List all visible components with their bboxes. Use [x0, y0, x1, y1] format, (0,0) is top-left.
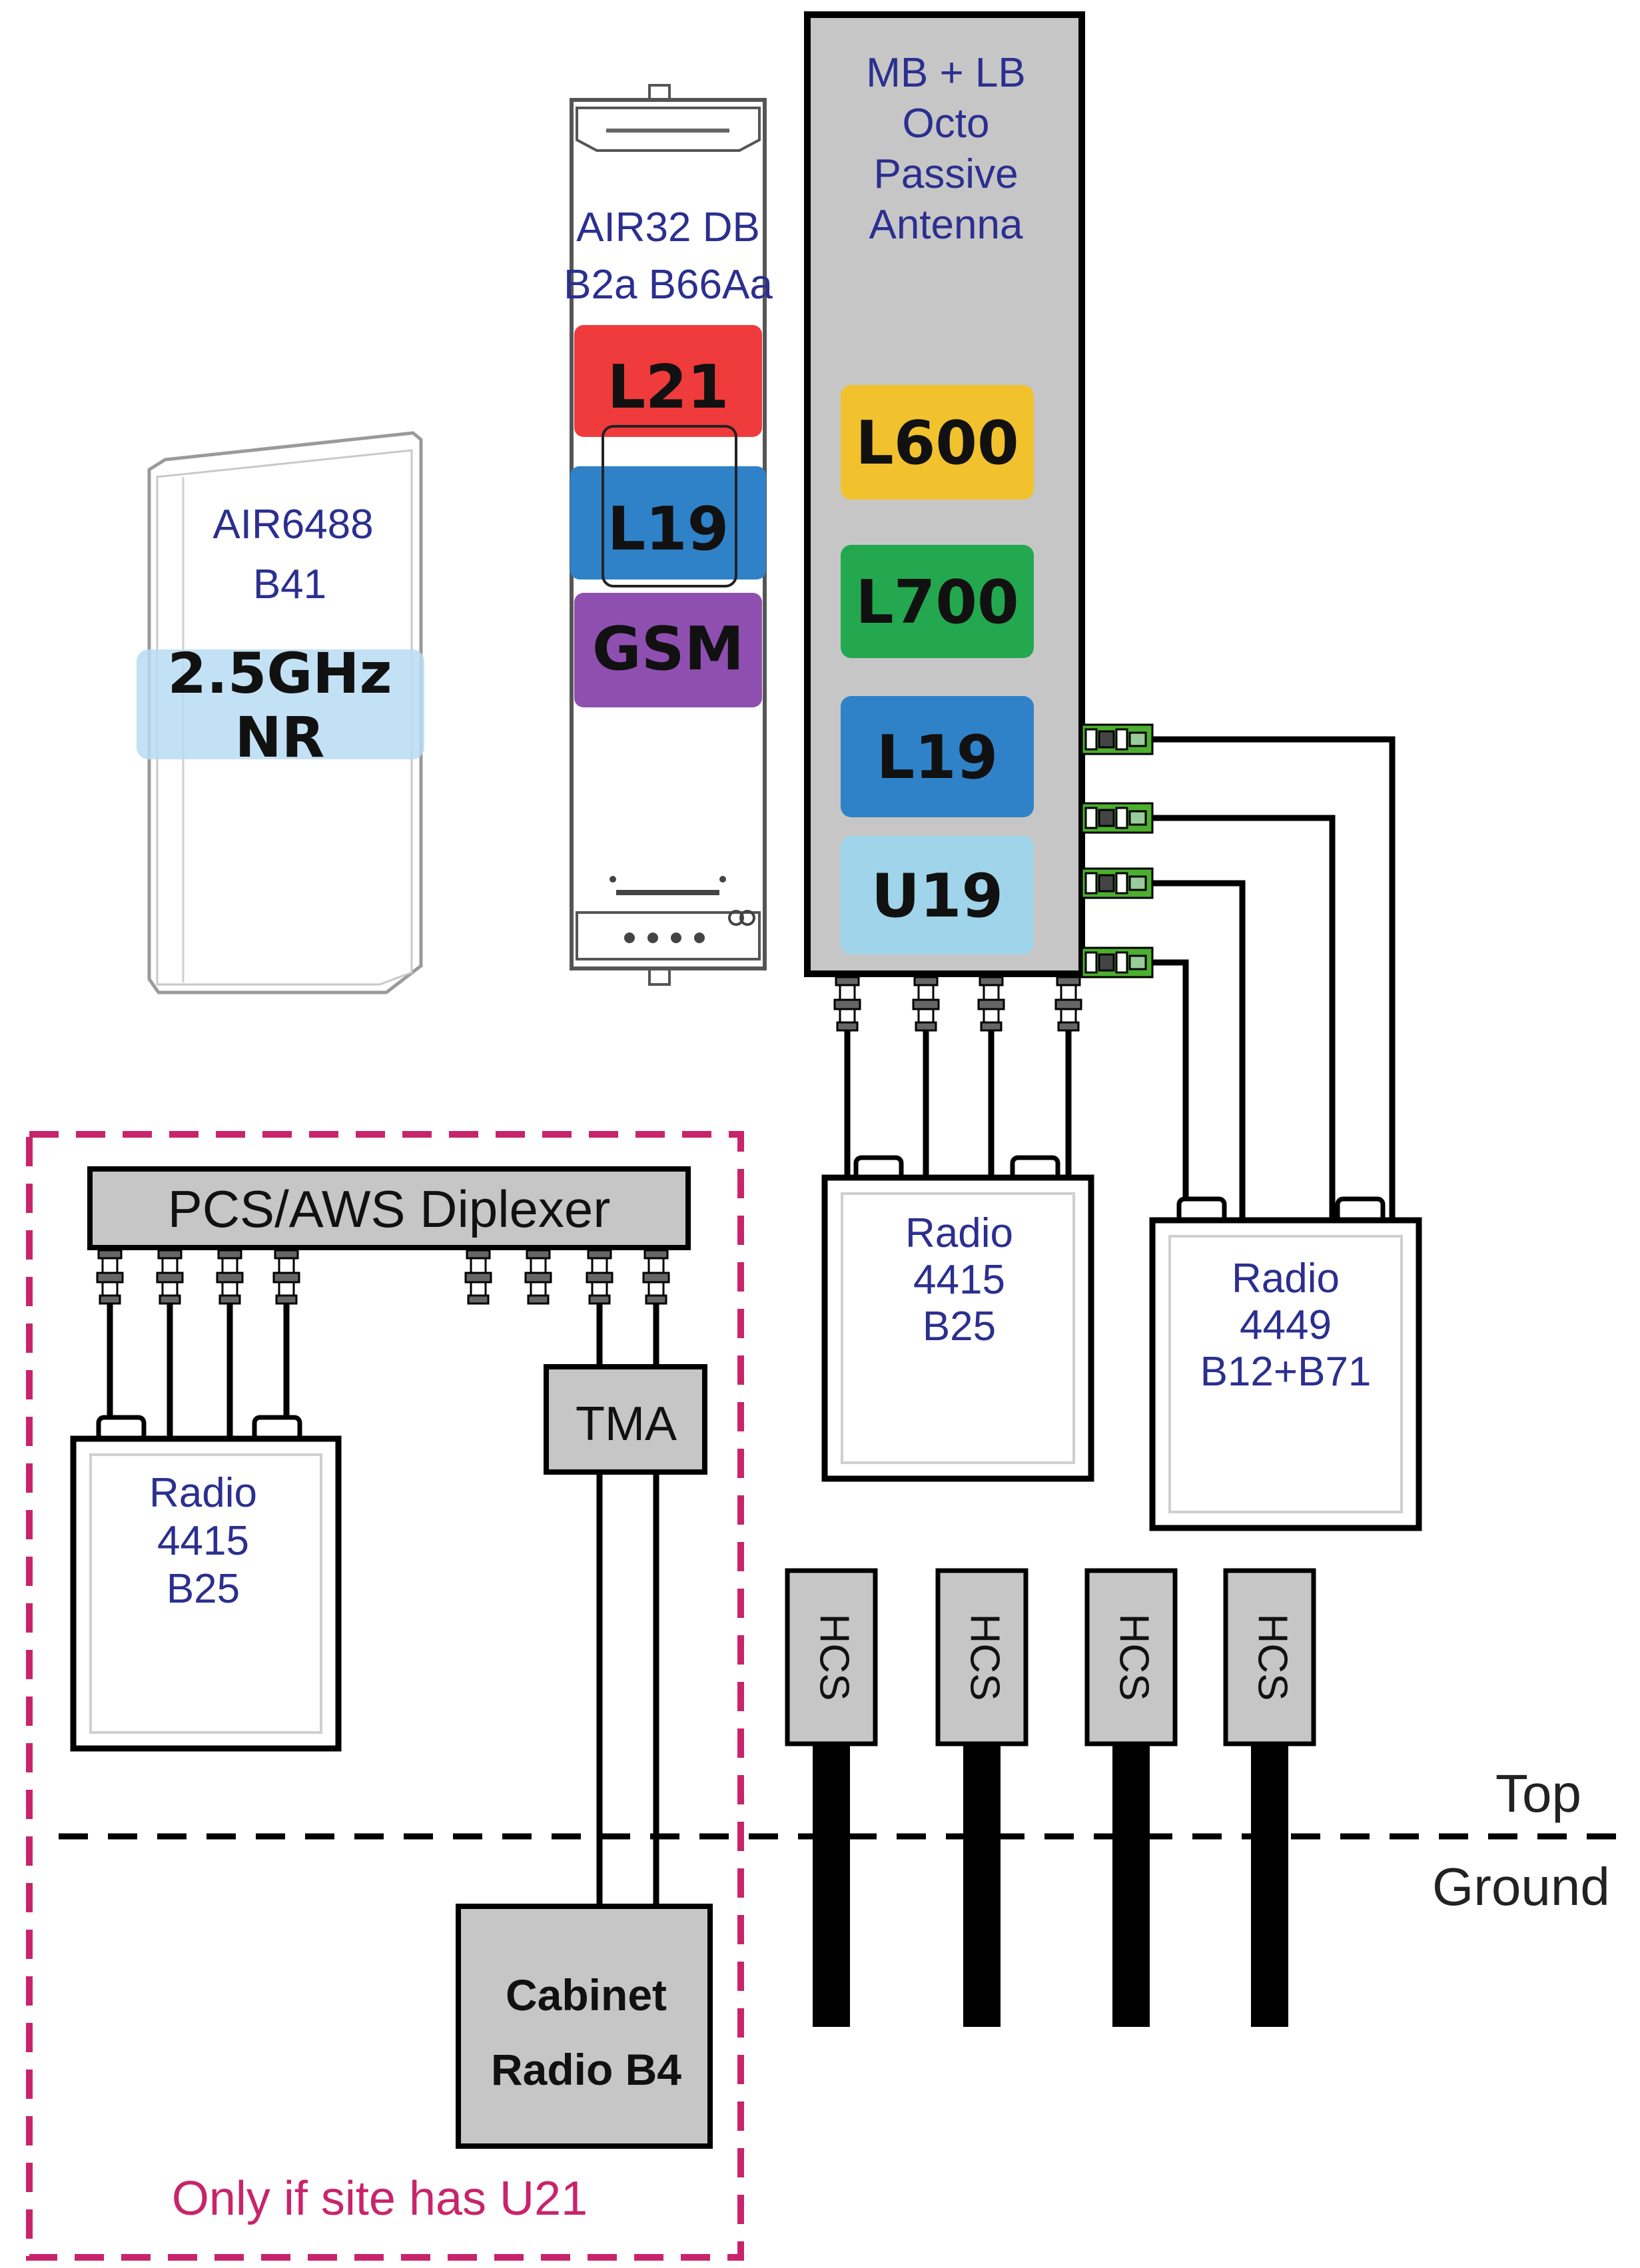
air6488-band-highlight [137, 649, 424, 759]
air32-band-0-block [574, 325, 762, 437]
octo-line3: Passive [873, 151, 1018, 197]
air6488-band: B41 [253, 562, 326, 607]
tma-unit: TMA [544, 1364, 707, 1908]
air6488-tech-line1: 2.5GHz [168, 641, 392, 706]
radio-b12-line1: Radio [1232, 1256, 1340, 1302]
air6488-model: AIR6488 [212, 502, 373, 548]
radio-4449-b12-b71: Radio 4449 B12+B71 [1149, 1196, 1422, 1531]
radio-4415-b25-left: Radio 4415 B25 [70, 1415, 342, 1752]
radio-right-b25-line2: 4415 [913, 1257, 1005, 1303]
hcs-unit-2: HCS [1084, 1568, 1178, 2027]
octo-band-2-label: L19 [877, 723, 999, 793]
radio-4415-b25-right: Radio 4415 B25 [821, 1155, 1094, 1482]
level-top: Top [1495, 1764, 1581, 1823]
air6488-antenna: AIR6488 B41 2.5GHz NR [137, 431, 424, 994]
tma-label: TMA [576, 1397, 677, 1451]
air32-band-1-label: L19 [608, 494, 729, 564]
air32-line2: B2a B66Aa [564, 262, 773, 308]
octo-band-0-label: L600 [855, 408, 1019, 478]
radio-right-b25-line1: Radio [905, 1210, 1013, 1256]
radio-b12-line2: 4449 [1240, 1302, 1332, 1348]
air32-band-2-label: GSM [592, 614, 744, 684]
radio-b12-line3: B12+B71 [1200, 1349, 1372, 1395]
octo-line1: MB + LB [866, 50, 1026, 96]
air6488-tech-line2: NR [235, 705, 325, 770]
hcs-label: HCS [1111, 1614, 1157, 1701]
air32-band-2-block [574, 593, 762, 707]
octo-line2: Octo [903, 101, 990, 147]
hcs-units: HCS HCS HCS HCS [785, 1568, 1316, 2027]
octo-bottom-connectors [833, 976, 1082, 1180]
hcs-label: HCS [1250, 1614, 1296, 1701]
level-ground: Ground [1432, 1857, 1610, 1916]
hcs-label: HCS [811, 1614, 857, 1701]
radio-right-b25-line3: B25 [923, 1304, 996, 1349]
cabinet-line1: Cabinet [506, 1970, 667, 2020]
octo-antenna: MB + LB Octo Passive Antenna L600L700L19… [804, 11, 1085, 977]
octo-band-3-label: U19 [871, 861, 1003, 931]
pcs-aws-diplexer: PCS/AWS Diplexer [87, 1166, 691, 1440]
cabinet-radio-b4: Cabinet Radio B4 [456, 1904, 713, 2149]
octo-band-1-block [841, 545, 1034, 658]
radio-left-b25-line2: 4415 [157, 1518, 249, 1564]
cabinet-line2: Radio B4 [491, 2045, 681, 2094]
air32-line1: AIR32 DB [576, 204, 760, 250]
octo-side-connectors [1080, 723, 1396, 1218]
diplexer-label: PCS/AWS Diplexer [168, 1180, 611, 1238]
air32-band-1-block [570, 466, 766, 579]
hcs-unit-0: HCS [785, 1568, 878, 2027]
octo-band-3-block [841, 836, 1034, 954]
radio-left-b25-line3: B25 [167, 1566, 240, 1612]
octo-band-1-label: L700 [855, 567, 1019, 637]
hcs-unit-1: HCS [935, 1568, 1028, 2027]
u21-optional-region [26, 1131, 744, 2261]
octo-band-2-block [841, 696, 1034, 817]
u21-note: Only if site has U21 [172, 2172, 588, 2225]
radio-left-b25-line1: Radio [149, 1470, 257, 1516]
octo-band-0-block [841, 385, 1034, 500]
hcs-unit-3: HCS [1223, 1568, 1316, 2027]
air32-band-0-label: L21 [608, 352, 729, 422]
hcs-label: HCS [962, 1614, 1008, 1701]
octo-line4: Antenna [869, 202, 1024, 248]
air32-bracket [602, 425, 737, 587]
